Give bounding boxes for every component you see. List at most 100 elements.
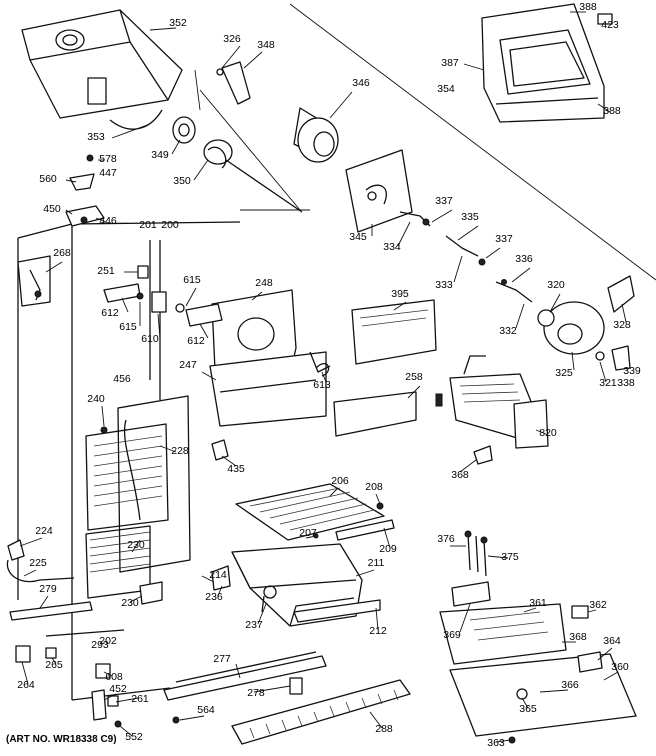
part-callout-261: 261	[131, 693, 149, 705]
part-callout-362: 362	[589, 599, 607, 611]
part-callout-265: 265	[45, 659, 63, 671]
part-callout-578: 578	[99, 153, 117, 165]
brackets-230-236	[139, 565, 231, 605]
part-callout-209: 209	[379, 543, 397, 555]
part-callout-326: 326	[223, 33, 241, 45]
part-callout-268: 268	[53, 247, 71, 259]
part-callout-387: 387	[441, 57, 459, 69]
part-callout-337: 337	[435, 195, 453, 207]
motor-bracket	[345, 149, 413, 233]
part-callout-206: 206	[331, 475, 349, 487]
part-callout-346: 346	[352, 77, 370, 89]
auger-drive	[172, 61, 339, 213]
linkage-parts	[399, 211, 533, 303]
part-callout-264: 264	[17, 679, 35, 691]
part-callout-388: 388	[603, 105, 621, 117]
part-callout-278: 278	[247, 687, 265, 699]
part-callout-352: 352	[169, 17, 187, 29]
part-callout-333: 333	[435, 279, 453, 291]
part-callout-224: 224	[35, 525, 53, 537]
part-callout-211: 211	[368, 557, 385, 569]
dispenser-door	[463, 3, 613, 123]
part-callout-328: 328	[613, 319, 631, 331]
part-callout-388: 388	[579, 1, 597, 13]
part-callout-288: 288	[375, 723, 393, 735]
machine-compartment	[439, 581, 637, 744]
part-callout-446: 446	[99, 215, 117, 227]
part-callout-452: 452	[109, 683, 127, 695]
part-callout-320: 320	[547, 279, 565, 291]
part-callout-368: 368	[451, 469, 469, 481]
part-callout-447: 447	[99, 167, 117, 179]
part-callout-552: 552	[125, 731, 143, 743]
small-fasteners	[65, 154, 105, 227]
control-board	[333, 299, 443, 437]
part-callout-615: 615	[183, 274, 201, 286]
part-callout-564: 564	[197, 704, 215, 716]
part-callout-338: 338	[617, 377, 635, 389]
part-callout-363: 363	[487, 737, 505, 749]
part-callout-820: 820	[539, 427, 557, 439]
lower-left-parts	[15, 629, 125, 728]
part-callout-230: 230	[121, 597, 139, 609]
part-callout-354: 354	[437, 83, 455, 95]
ice-maker	[449, 355, 549, 465]
left-bracket	[17, 255, 51, 307]
part-callout-236: 236	[205, 591, 223, 603]
part-callout-200: 200	[161, 219, 179, 231]
part-callout-202: 202	[99, 635, 117, 647]
part-callout-610: 610	[141, 333, 159, 345]
art-number-label: (ART NO. WR18338 C9)	[6, 734, 117, 745]
part-callout-279: 279	[39, 583, 57, 595]
part-callout-361: 361	[529, 597, 547, 609]
part-callout-369: 369	[443, 629, 461, 641]
part-callout-350: 350	[173, 175, 191, 187]
part-callout-230: 230	[127, 539, 145, 551]
part-callout-321: 321	[599, 377, 617, 389]
tubing-and-rail	[6, 539, 93, 621]
part-callout-248: 248	[255, 277, 273, 289]
dispenser-housing	[209, 289, 331, 427]
part-callout-332: 332	[499, 325, 517, 337]
part-callout-560: 560	[39, 173, 57, 185]
part-callout-201: 201	[139, 219, 157, 231]
part-callout-612: 612	[101, 307, 119, 319]
part-callout-212: 212	[369, 625, 387, 637]
part-callout-334: 334	[383, 241, 401, 253]
part-callout-277: 277	[213, 653, 231, 665]
part-callout-337: 337	[495, 233, 513, 245]
part-callout-376: 376	[437, 533, 455, 545]
part-callout-240: 240	[87, 393, 105, 405]
base-grille	[231, 679, 411, 745]
part-callout-237: 237	[245, 619, 263, 631]
part-callout-360: 360	[611, 661, 629, 673]
part-callout-365: 365	[519, 703, 537, 715]
ice-bucket	[21, 9, 183, 130]
part-callout-214: 214	[209, 569, 227, 581]
part-callout-336: 336	[515, 253, 533, 265]
part-callout-228: 228	[171, 445, 189, 457]
part-callout-456: 456	[113, 373, 131, 385]
part-callout-366: 366	[561, 679, 579, 691]
part-callout-339: 339	[623, 365, 641, 377]
part-callout-375: 375	[501, 551, 519, 563]
dispenser-motor	[537, 275, 635, 371]
evaporator-section	[85, 395, 191, 599]
part-callout-435: 435	[227, 463, 245, 475]
small-clip-435	[211, 439, 229, 461]
part-callout-423: 423	[601, 19, 619, 31]
leader-lines	[19, 45, 627, 743]
part-callout-615: 615	[119, 321, 137, 333]
part-callout-293: 293	[91, 639, 109, 651]
part-callout-608: 608	[105, 671, 123, 683]
part-callout-225: 225	[29, 557, 47, 569]
part-callout-348: 348	[257, 39, 275, 51]
part-callout-251: 251	[97, 265, 115, 277]
part-callout-349: 349	[151, 149, 169, 161]
wire-harness	[464, 530, 488, 577]
part-callout-612: 612	[187, 335, 205, 347]
part-callout-258: 258	[405, 371, 423, 383]
part-callout-325: 325	[555, 367, 573, 379]
